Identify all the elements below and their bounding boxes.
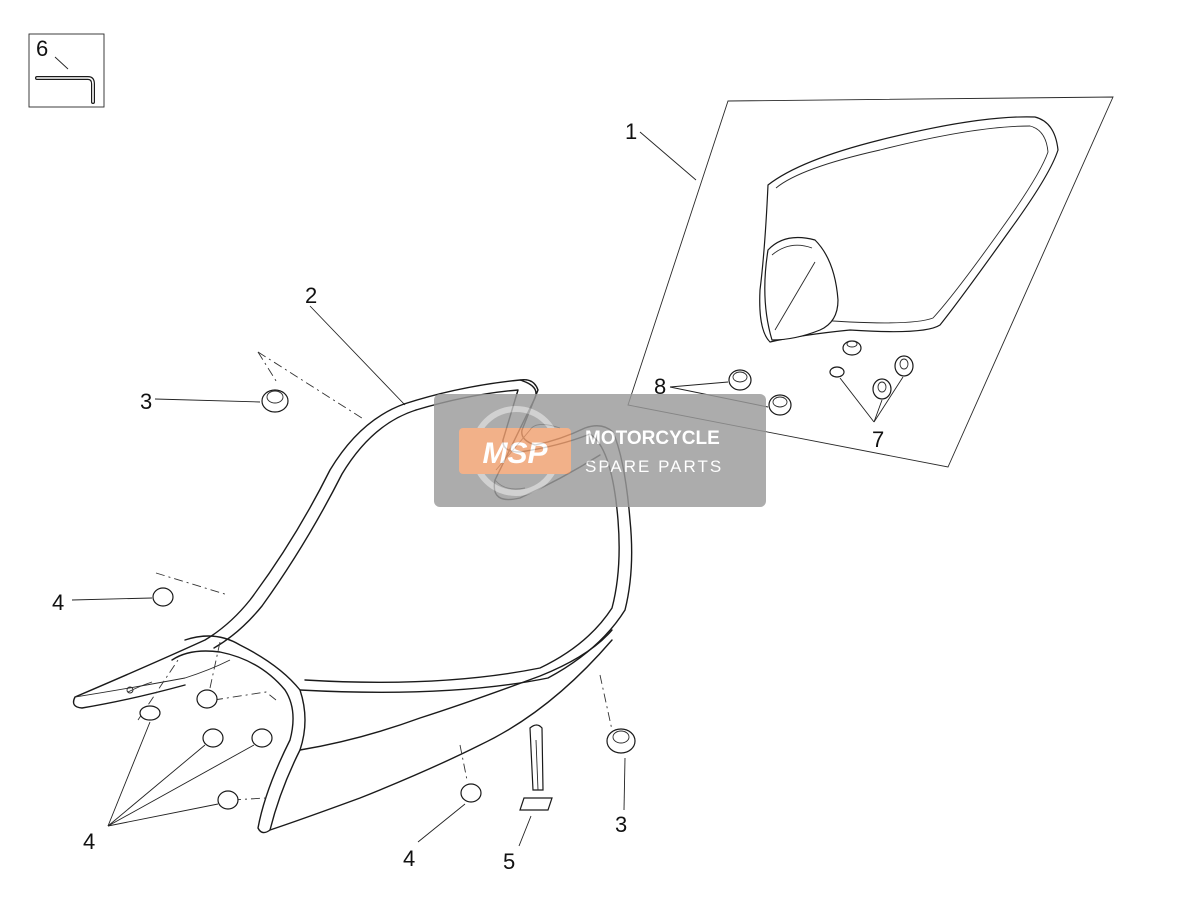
callout-3-left: 3 xyxy=(140,389,152,414)
grommets-3: 3 3 xyxy=(140,389,636,837)
buffers-4: 4 4 4 xyxy=(52,587,482,871)
callout-3-right: 3 xyxy=(615,812,627,837)
watermark-line2: SPARE PARTS xyxy=(585,457,723,476)
watermark-line1: MOTORCYCLE xyxy=(585,428,720,449)
kit-frame xyxy=(627,96,1114,468)
watermark: MSP MOTORCYCLE SPARE PARTS xyxy=(434,394,766,507)
cowl-fasteners xyxy=(728,340,914,416)
callout-8: 8 xyxy=(654,374,666,399)
seat-strap: 5 xyxy=(503,724,553,874)
allen-key-icon xyxy=(35,76,95,104)
allen-key-box: 6 xyxy=(28,33,105,108)
watermark-panel xyxy=(434,394,766,507)
rider-seat: 2 xyxy=(72,283,633,834)
callout-4-bottom: 4 xyxy=(403,846,415,871)
callout-6: 6 xyxy=(36,36,48,61)
callout-4-top: 4 xyxy=(52,590,64,615)
callout-5: 5 xyxy=(503,849,515,874)
callout-4-bottom-left: 4 xyxy=(83,829,95,854)
watermark-logo-badge xyxy=(459,428,571,474)
allen-key-box-frame xyxy=(28,33,105,108)
seat-cowl-kit: 1 7 8 xyxy=(625,96,1114,468)
callout-2: 2 xyxy=(305,283,317,308)
watermark-logo: MSP xyxy=(482,437,548,470)
callout-7: 7 xyxy=(872,427,884,452)
callout-1: 1 xyxy=(625,119,637,144)
